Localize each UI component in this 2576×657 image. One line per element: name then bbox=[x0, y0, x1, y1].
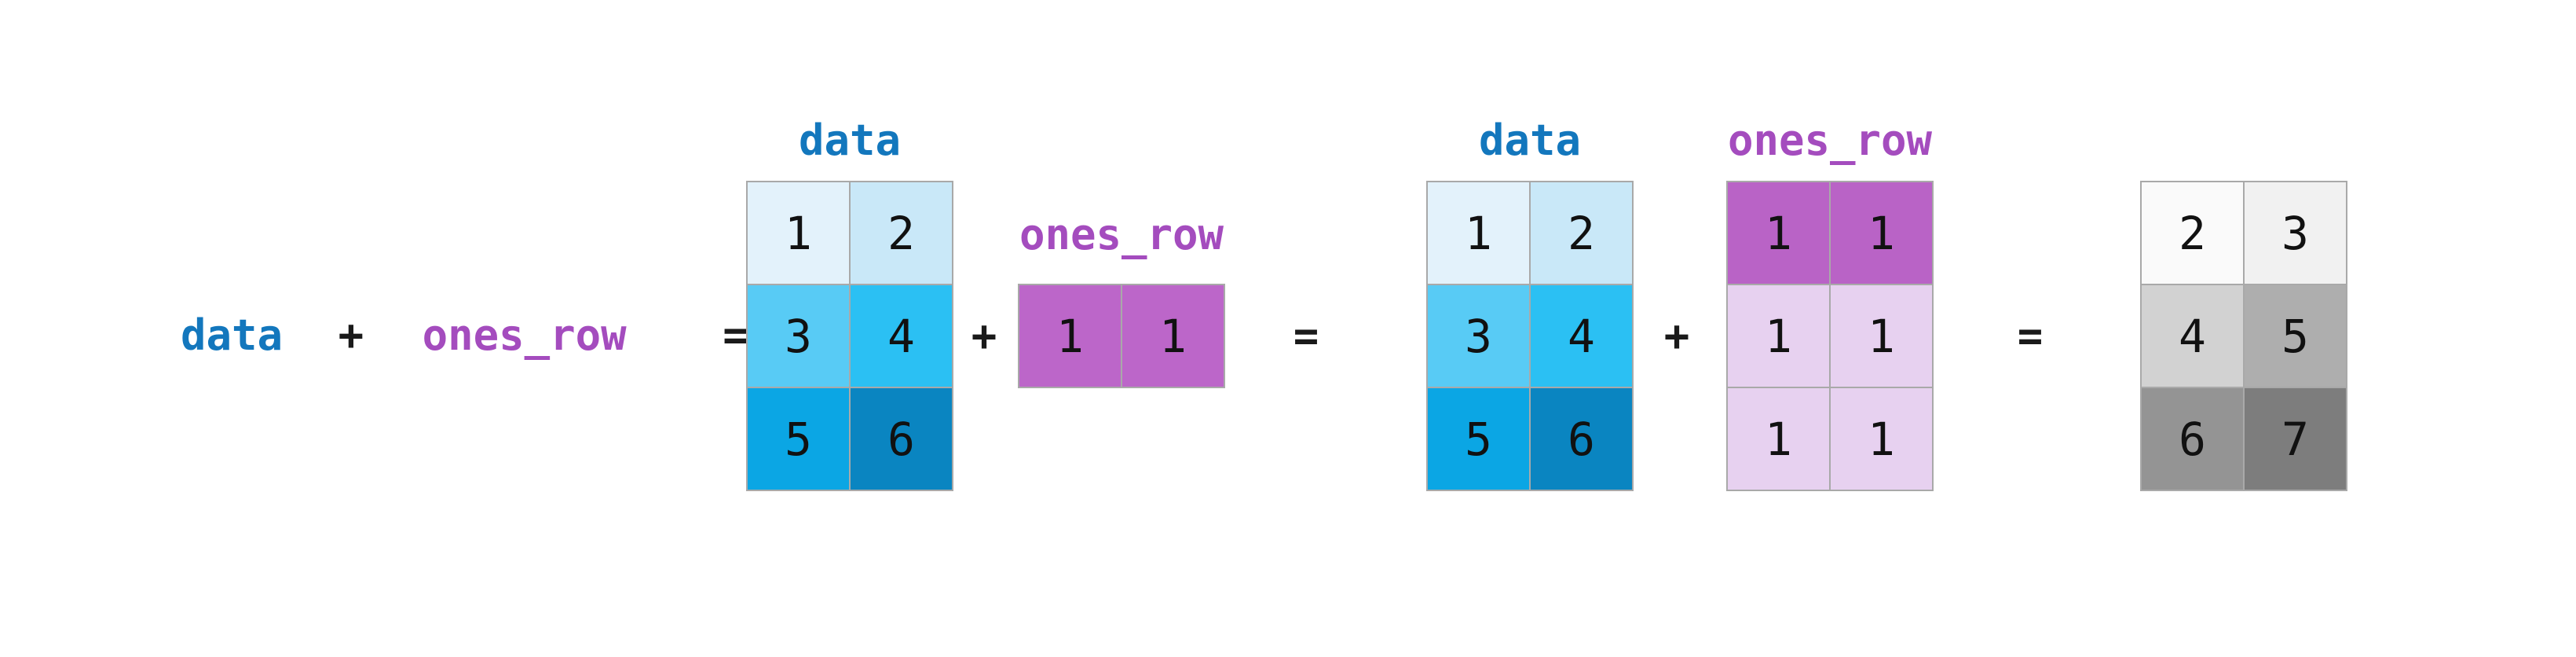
matrix-cell: 6 bbox=[851, 388, 952, 490]
expression-plus-sign: + bbox=[338, 310, 364, 360]
expression-data-label: data bbox=[181, 310, 284, 360]
ones-row-broadcast-title: ones_row bbox=[1727, 116, 1933, 165]
matrix-cell: 1 bbox=[1428, 182, 1529, 284]
matrix-cell: 1 bbox=[1019, 285, 1121, 387]
matrix-cell: 4 bbox=[1531, 285, 1632, 387]
matrix-cell: 1 bbox=[1831, 388, 1932, 490]
matrix-cell: 1 bbox=[1728, 285, 1829, 387]
matrix-cell: 3 bbox=[748, 285, 849, 387]
matrix-cell: 1 bbox=[1728, 182, 1829, 284]
matrix-cell: 2 bbox=[2142, 182, 2243, 284]
matrix-cell: 5 bbox=[2245, 285, 2346, 387]
expression: data + ones_row = bbox=[181, 314, 748, 357]
equals-operator-3: = bbox=[2017, 311, 2044, 361]
plus-operator-1: + bbox=[971, 311, 997, 361]
matrix-cell: 7 bbox=[2245, 388, 2346, 490]
matrix-cell: 1 bbox=[1122, 285, 1224, 387]
matrix-cell: 6 bbox=[1531, 388, 1632, 490]
data2-title: data bbox=[1478, 116, 1582, 165]
matrix-cell: 5 bbox=[748, 388, 849, 490]
matrix-cell: 2 bbox=[1531, 182, 1632, 284]
equals-operator-2: = bbox=[1293, 311, 1319, 361]
matrix-cell: 1 bbox=[1728, 388, 1829, 490]
expression-ones-row-label: ones_row bbox=[422, 310, 627, 360]
matrix-cell: 3 bbox=[2245, 182, 2346, 284]
matrix-cell: 5 bbox=[1428, 388, 1529, 490]
matrix-cell: 1 bbox=[748, 182, 849, 284]
matrix-cell: 3 bbox=[1428, 285, 1529, 387]
matrix-cell: 4 bbox=[2142, 285, 2243, 387]
ones-row-small-title: ones_row bbox=[1019, 210, 1224, 259]
matrix-cell: 2 bbox=[851, 182, 952, 284]
matrix-cell: 6 bbox=[2142, 388, 2243, 490]
matrix-cell: 1 bbox=[1831, 182, 1932, 284]
data1-title: data bbox=[798, 116, 902, 165]
matrix-cell: 1 bbox=[1831, 285, 1932, 387]
expression-equals-sign: = bbox=[723, 310, 748, 360]
matrix-cell: 4 bbox=[851, 285, 952, 387]
plus-operator-2: + bbox=[1663, 311, 1690, 361]
